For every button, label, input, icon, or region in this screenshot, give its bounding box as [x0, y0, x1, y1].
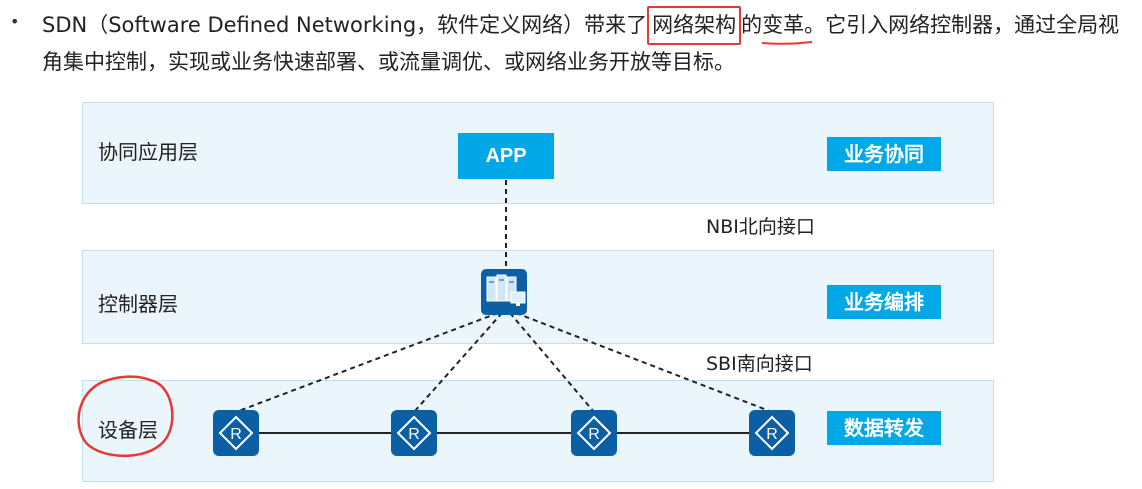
svg-text:R: R: [766, 426, 778, 443]
svg-text:R: R: [230, 426, 242, 443]
layer-label-application: 协同应用层: [98, 140, 198, 164]
bullet-paragraph: SDN（Software Defined Networking，软件定义网络）带…: [42, 6, 1122, 80]
tag-data-forwarding: 数据转发: [827, 411, 941, 445]
underlined-annotation: 变革: [762, 8, 813, 45]
router-icon: R: [213, 410, 259, 456]
server-controller-icon: [481, 269, 527, 315]
app-box: APP: [458, 133, 554, 179]
router-icon: R: [749, 410, 795, 456]
router-icon: R: [391, 410, 437, 456]
sbi-interface-label: SBI南向接口: [706, 353, 813, 375]
boxed-annotation: 网络架构: [647, 6, 742, 45]
tag-business-orchestration: 业务编排: [827, 285, 941, 319]
red-underline-mark: [762, 41, 813, 45]
tag-business-collaboration: 业务协同: [827, 137, 941, 171]
underlined-text: 变革: [762, 13, 805, 37]
bullet-text-middle: 的: [741, 13, 763, 37]
layer-label-device: 设备层: [98, 418, 158, 442]
layer-label-controller: 控制器层: [98, 292, 178, 316]
bullet-dot: •: [10, 12, 20, 31]
bullet-text-after: 。它引入网络控制器，通过全局视角集中控制，实现或业务快速部署、或流量调优、或网络…: [42, 13, 1120, 74]
bullet-text-before: SDN（Software Defined Networking，软件定义网络）带…: [42, 13, 648, 37]
svg-text:R: R: [588, 426, 600, 443]
nbi-interface-label: NBI北向接口: [706, 216, 815, 238]
svg-text:R: R: [408, 426, 420, 443]
router-icon: R: [571, 410, 617, 456]
